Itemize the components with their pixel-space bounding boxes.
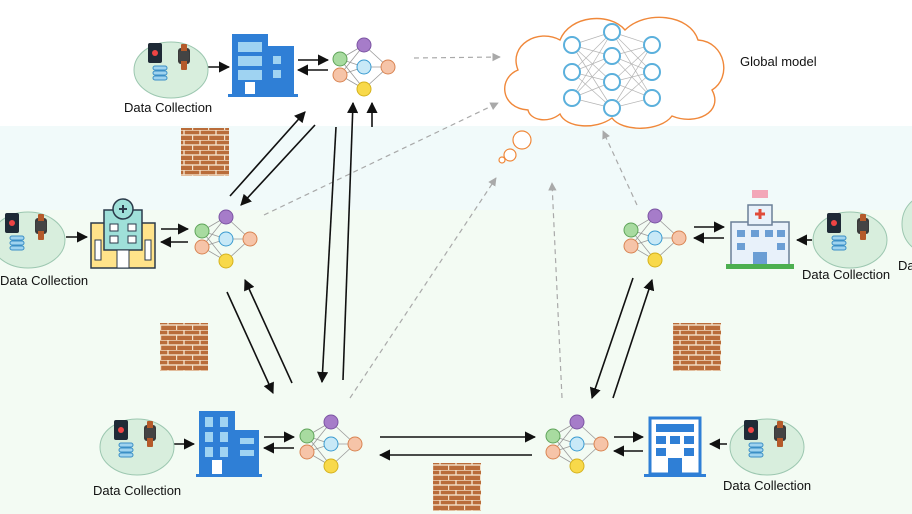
peer-arrows xyxy=(66,54,812,461)
data-collection-right-icon xyxy=(812,211,888,269)
office-building-top-icon xyxy=(228,34,298,97)
data-collection-bottom-left-icon xyxy=(99,418,175,476)
data-collection-edge-icon xyxy=(901,200,912,248)
global-nn-node xyxy=(603,23,621,41)
local-model-bottom-left-icon xyxy=(299,414,363,474)
global-nn-node xyxy=(603,47,621,65)
hospital-left-icon xyxy=(90,198,156,269)
local-model-right-icon xyxy=(623,208,687,268)
upload-line-left xyxy=(263,102,499,216)
global-nn-node xyxy=(563,63,581,81)
firewall-top-icon xyxy=(181,128,229,176)
data-collection-bottom-right-label: Data Collection xyxy=(723,478,812,493)
firewall-left-icon xyxy=(160,323,208,371)
firewall-bricks xyxy=(160,128,721,511)
upload-line-bottom-left xyxy=(349,177,497,399)
global-nn-node xyxy=(643,36,661,54)
global-model-cloud xyxy=(498,16,725,164)
local-model-bottom-right-icon xyxy=(545,414,609,474)
global-nn-node xyxy=(643,63,661,81)
data-collection-left-icon xyxy=(0,211,66,269)
global-nn-node xyxy=(643,89,661,107)
data-collection-top-icon xyxy=(133,41,209,99)
hospital-right-icon xyxy=(726,190,794,269)
data-collection-edge-label: Da xyxy=(898,258,912,273)
local-model-top-icon xyxy=(332,37,396,97)
global-nn-node xyxy=(603,73,621,91)
data-collection-bottom-right-icon xyxy=(729,418,805,476)
global-nn-node xyxy=(603,99,621,117)
upload-lines-global xyxy=(263,52,638,399)
data-collection-bottom-left-label: Data Collection xyxy=(93,483,182,498)
upload-line-top xyxy=(413,52,501,62)
firewall-right-icon xyxy=(673,323,721,371)
local-model-left-icon xyxy=(194,209,258,269)
global-nn-node xyxy=(563,89,581,107)
global-nn-node xyxy=(563,36,581,54)
upload-line-bottom-right xyxy=(548,182,563,399)
office-building-bottom-left-icon xyxy=(196,411,262,477)
office-building-bottom-right-icon xyxy=(644,416,706,477)
data-collection-right-label: Data Collection xyxy=(802,267,891,282)
global-neural-network xyxy=(563,23,661,117)
upload-line-right xyxy=(602,130,638,206)
data-collection-left-label: Data Collection xyxy=(0,273,89,288)
firewall-bottom-icon xyxy=(433,463,481,511)
global-model-label: Global model xyxy=(740,54,817,69)
data-collection-top-label: Data Collection xyxy=(124,100,213,115)
